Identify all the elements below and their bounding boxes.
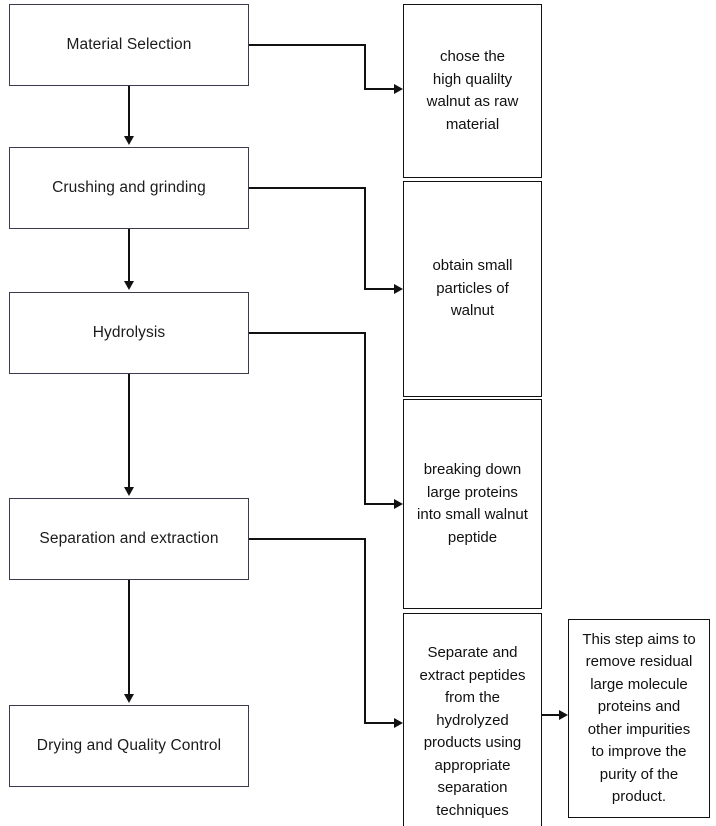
arrow-right-icon: [394, 718, 403, 728]
note-hydrolysis: breaking down large proteins into small …: [403, 399, 542, 609]
note-separation-extraction: Separate and extract peptides from the h…: [403, 613, 542, 826]
step-label: Crushing and grinding: [52, 179, 206, 197]
step-label: Separation and extraction: [39, 530, 219, 548]
connector-separation-to-note-h2: [364, 722, 396, 724]
note-material-selection: chose the high qualilty walnut as raw ma…: [403, 4, 542, 178]
arrow-down-icon: [124, 281, 134, 290]
step-separation-extraction[interactable]: Separation and extraction: [9, 498, 249, 580]
connector-hydrolysis-to-note-v: [364, 332, 366, 504]
step-label: Hydrolysis: [92, 324, 166, 342]
step-drying-quality-control[interactable]: Drying and Quality Control: [9, 705, 249, 787]
connector-crushing-to-note-h1: [249, 187, 365, 189]
arrow-down-icon: [124, 136, 134, 145]
connector-hydrolysis-to-separation: [128, 374, 130, 489]
step-label: Material Selection: [66, 36, 192, 54]
connector-material-to-note-h2: [364, 88, 396, 90]
connector-hydrolysis-to-note-h1: [249, 332, 365, 334]
connector-material-to-note-v: [364, 44, 366, 89]
connector-note4-to-detail: [542, 714, 562, 716]
connector-crushing-to-hydrolysis: [128, 229, 130, 283]
note-text: breaking down large proteins into small …: [417, 461, 528, 546]
arrow-down-icon: [124, 694, 134, 703]
note-text: Separate and extract peptides from the h…: [419, 644, 526, 819]
note-text: chose the high qualilty walnut as raw ma…: [426, 48, 519, 133]
connector-separation-to-note-h1: [249, 538, 365, 540]
note-text: This step aims to remove residual large …: [582, 630, 696, 806]
note-text: obtain small particles of walnut: [432, 257, 513, 320]
arrow-right-icon: [394, 84, 403, 94]
connector-material-to-note-h1: [249, 44, 365, 46]
connector-crushing-to-note-h2: [364, 288, 396, 290]
connector-separation-to-note-v: [364, 538, 366, 723]
note-crushing-grinding: obtain small particles of walnut: [403, 181, 542, 397]
step-label: Drying and Quality Control: [36, 737, 222, 755]
arrow-right-icon: [394, 499, 403, 509]
step-hydrolysis[interactable]: Hydrolysis: [9, 292, 249, 374]
arrow-down-icon: [124, 487, 134, 496]
step-material-selection[interactable]: Material Selection: [9, 4, 249, 86]
connector-material-to-crushing: [128, 86, 130, 138]
step-crushing-grinding[interactable]: Crushing and grinding: [9, 147, 249, 229]
connector-hydrolysis-to-note-h2: [364, 503, 396, 505]
connector-separation-to-drying: [128, 580, 130, 696]
arrow-right-icon: [394, 284, 403, 294]
arrow-right-icon: [559, 710, 568, 720]
connector-crushing-to-note-v: [364, 187, 366, 289]
note-purification-detail: This step aims to remove residual large …: [568, 619, 710, 818]
